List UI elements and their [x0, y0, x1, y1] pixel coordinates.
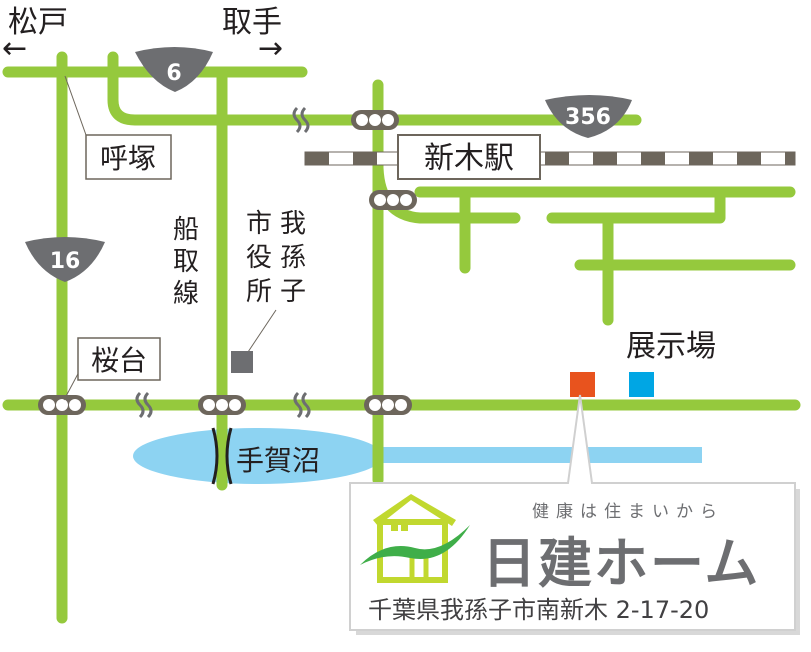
traffic-light-icon [38, 395, 86, 415]
road-route356 [107, 51, 642, 126]
svg-text:16: 16 [50, 249, 81, 274]
lake-label: 手賀沼 [236, 444, 320, 477]
direction-matsudo: 松戸 [8, 5, 68, 40]
svg-text:線: 線 [173, 279, 199, 309]
funatori-line-label: 船 取 線 [173, 215, 199, 309]
company-address: 千葉県我孫子市南新木 2-17-20 [368, 596, 709, 624]
svg-text:市: 市 [246, 209, 272, 239]
company-callout: 健康は住まいから 日建ホーム 千葉県我孫子市南新木 2-17-20 [349, 394, 800, 635]
svg-text:孫: 孫 [280, 243, 306, 273]
station-shinkiba: 新木駅 [397, 134, 541, 180]
showroom-label: 展示場 [626, 329, 716, 364]
svg-text:船: 船 [173, 215, 199, 245]
city-hall-label: 我 孫 子 市 役 所 [246, 209, 306, 307]
road-break-marks [135, 106, 311, 485]
station-sakuradai: 桜台 [77, 337, 161, 381]
arrow-right-icon: → [258, 31, 283, 66]
traffic-light-icon [364, 395, 412, 415]
svg-text:356: 356 [565, 105, 611, 130]
traffic-light-icon [198, 395, 246, 415]
home-marker [570, 372, 595, 397]
traffic-light-icon [369, 190, 417, 210]
route-shield-356: 356 [545, 95, 632, 138]
arrow-left-icon: ← [2, 31, 27, 66]
teganuma-lake [133, 428, 383, 484]
direction-toride: 取手 [222, 5, 282, 40]
svg-text:我: 我 [280, 209, 306, 239]
company-logo-house-icon [360, 494, 470, 583]
svg-text:呼塚: 呼塚 [100, 142, 156, 175]
company-name: 日建ホーム [482, 532, 760, 595]
svg-text:桜台: 桜台 [91, 344, 147, 377]
svg-text:子: 子 [280, 277, 306, 307]
showroom-marker [629, 372, 654, 397]
railway [304, 151, 796, 166]
svg-text:6: 6 [166, 61, 181, 86]
traffic-lights [38, 110, 417, 415]
svg-text:役: 役 [246, 243, 272, 273]
svg-text:所: 所 [246, 277, 272, 307]
route-shield-16: 16 [25, 237, 105, 282]
svg-text:新木駅: 新木駅 [424, 141, 514, 176]
svg-text:取: 取 [173, 247, 199, 277]
traffic-light-icon [351, 110, 399, 130]
river [370, 447, 702, 463]
station-yobizuka: 呼塚 [85, 134, 172, 180]
city-hall-marker [231, 351, 253, 373]
route-shield-6: 6 [135, 47, 213, 92]
company-tagline: 健康は住まいから [532, 502, 724, 522]
